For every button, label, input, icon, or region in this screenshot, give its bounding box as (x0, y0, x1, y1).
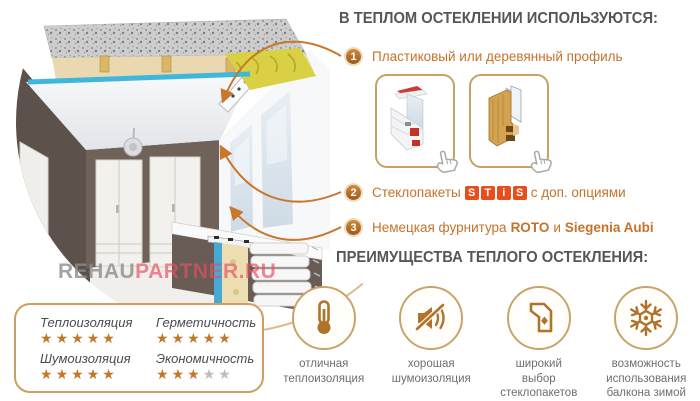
rating-noise: Шумоизоляция ★★★★★ (40, 351, 156, 385)
advantage-noise: хорошая шумоизоляция (378, 286, 486, 401)
wood-profile-card[interactable] (469, 74, 552, 173)
hand-cursor-icon (436, 150, 458, 173)
ratings-box: Теплоизоляция ★★★★★ Герметичность ★★★★★ … (14, 303, 264, 393)
advantage-winter-use: возможность использования балкона зимой (593, 286, 700, 401)
advantage-thermal: отличная теплоизоляция (270, 286, 378, 401)
item-text: Стеклопакеты S T i S с доп. опциями (372, 185, 626, 200)
watermark-red-part: PARTNER.RU (135, 260, 277, 283)
advantage-label: хорошая шумоизоляция (391, 358, 471, 385)
item-text: Немецкая фурнитура ROTO и Siegenia Aubi (372, 220, 654, 235)
hand-cursor-icon (530, 150, 552, 173)
radiator (249, 242, 313, 307)
rating-label: Экономичность (156, 351, 255, 366)
advantage-glazing-choice: широкий выбор стеклопакетов (485, 286, 593, 401)
snowflake-icon (630, 299, 663, 337)
brand-siegenia: Siegenia Aubi (564, 220, 654, 235)
star-rating: ★★★★★ (156, 330, 231, 346)
glazing-profile-icon (529, 302, 553, 333)
rating-label: Герметичность (156, 315, 257, 330)
advantage-label: отличная теплоизоляция (283, 358, 365, 385)
pvc-window-profile-icon (390, 86, 428, 151)
ceiling (26, 74, 252, 150)
heading-advantages: ПРЕИМУЩЕСТВА ТЕПЛОГО ОСТЕКЛЕНИЯ: (336, 249, 649, 266)
pvc-profile-card[interactable] (375, 74, 458, 173)
rating-economy: Экономичность ★★★★★ (156, 351, 256, 385)
profile-cards (375, 74, 552, 173)
wood-window-profile-icon (488, 85, 522, 147)
ceiling-lamp (123, 127, 143, 157)
star-rating: ★★★★★ (40, 366, 115, 382)
heading-used-in-warm-glazing: В ТЕПЛОМ ОСТЕКЛЕНИИ ИСПОЛЬЗУЮТСЯ: (339, 10, 658, 27)
star-rating: ★★★★★ (156, 366, 231, 382)
list-item-profile: 1 Пластиковый или деревянный профиль (344, 47, 623, 66)
rating-thermal: Теплоизоляция ★★★★★ (40, 315, 156, 349)
item-text: Пластиковый или деревянный профиль (372, 49, 623, 64)
rating-tightness: Герметичность ★★★★★ (156, 315, 256, 349)
cutaway-beige-layer (222, 243, 248, 310)
number-badge-2: 2 (344, 183, 363, 202)
thermometer-icon (317, 300, 331, 334)
list-item-glazing-units: 2 Стеклопакеты S T i S с доп. опциями (344, 183, 626, 202)
vapor-barrier (27, 71, 251, 85)
advantage-label: возможность использования балкона зимой (606, 358, 687, 400)
muted-speaker-icon (415, 303, 445, 331)
rating-label: Теплоизоляция (40, 315, 133, 330)
number-badge-3: 3 (344, 218, 363, 237)
watermark: REHAUPARTNER.RU (58, 260, 276, 284)
advantages-row: отличная теплоизоляция хорошая шумоизоля… (270, 286, 700, 401)
stis-logo: S T i S (464, 185, 527, 200)
number-badge-1: 1 (344, 47, 363, 66)
watermark-gray-part: REHAU (58, 260, 136, 283)
advantage-label: широкий выбор стеклопакетов (500, 358, 578, 400)
cutaway-blue-layer (214, 242, 222, 308)
left-door-frame (19, 141, 49, 319)
list-item-hardware: 3 Немецкая фурнитура ROTO и Siegenia Aub… (344, 218, 654, 237)
star-rating: ★★★★★ (40, 330, 115, 346)
rating-label: Шумоизоляция (40, 351, 131, 366)
brand-roto: ROTO (510, 220, 550, 235)
